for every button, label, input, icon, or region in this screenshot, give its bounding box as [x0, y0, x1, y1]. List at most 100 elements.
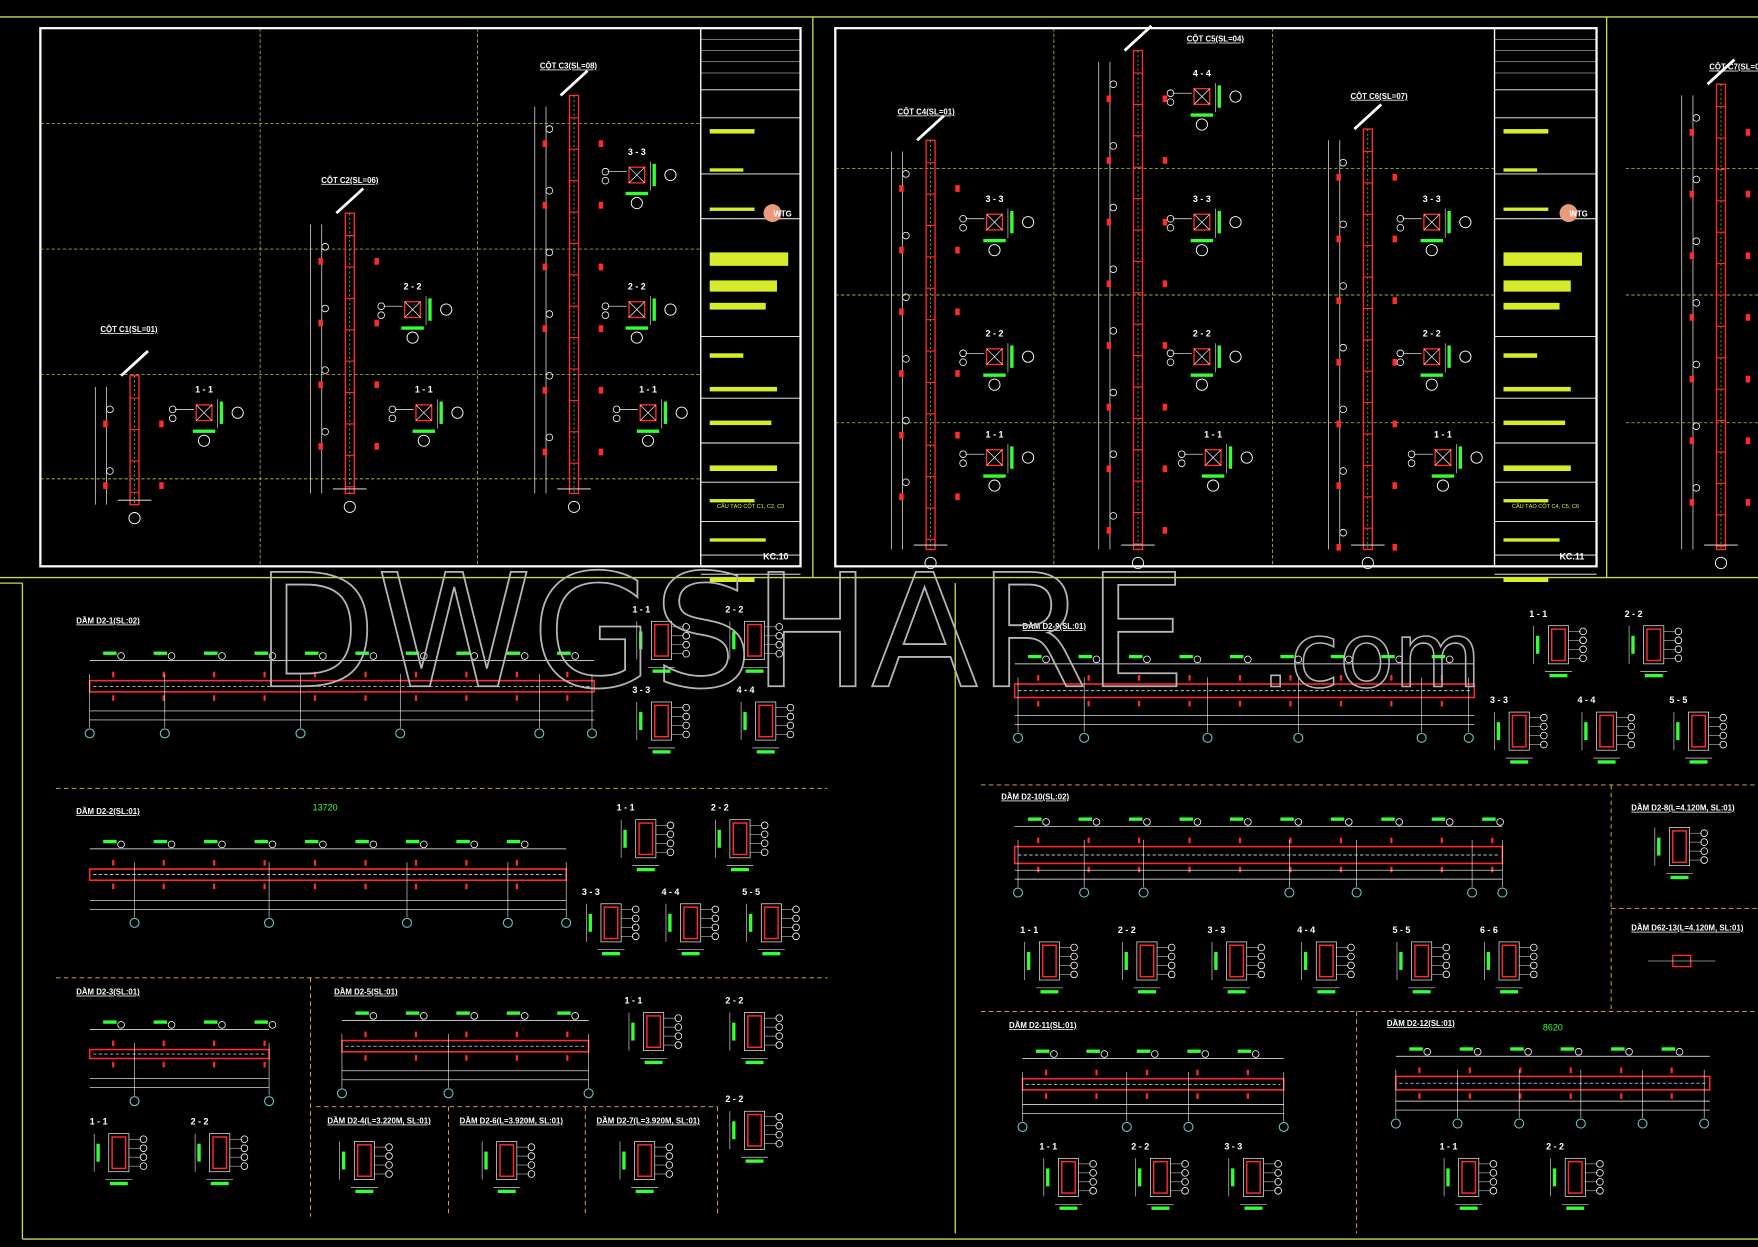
rebar-tag: [1070, 952, 1078, 961]
rebar-tag: [1089, 1169, 1097, 1177]
dimension-text: [1078, 817, 1093, 821]
rebar-tag: [470, 1012, 479, 1020]
section-mark: [465, 1031, 468, 1038]
dimension-text: [1510, 1047, 1524, 1051]
axis-bubble: [1229, 216, 1242, 229]
section-label: 4 - 4: [737, 685, 755, 695]
title-block-text-bar: [1503, 129, 1549, 134]
rebar-tag: [1674, 636, 1683, 645]
axis-bubble: [406, 331, 419, 344]
section-mark: [1569, 1093, 1572, 1099]
section-mark: [1620, 1067, 1623, 1074]
axis-bubble: [1714, 556, 1728, 570]
section-outline: [1193, 348, 1211, 366]
logo-text: WTG: [1569, 210, 1587, 219]
rebar-tag: [959, 450, 967, 458]
dimension-text: [1631, 635, 1635, 654]
rebar-tag: [240, 1162, 249, 1170]
section-mark: [313, 671, 317, 678]
dimension-text: [1028, 654, 1042, 659]
section-outline: [654, 623, 669, 657]
rebar-tag: [1347, 970, 1355, 979]
dimension-text: [732, 1121, 736, 1140]
section-concrete: [760, 903, 782, 943]
section-concrete: [651, 620, 672, 660]
rebar-tag: [1109, 512, 1118, 520]
dimension-text: [1420, 238, 1443, 243]
section-mark: [1392, 358, 1397, 366]
section-mark: [263, 860, 266, 866]
section-mark: [1745, 375, 1751, 383]
section-mark: [1188, 675, 1191, 681]
section-mark: [263, 883, 266, 890]
section-mark: [1238, 675, 1242, 681]
beam-elevation: DẦM D2-2(SL:01)13720: [76, 803, 572, 928]
rebar-tag: [682, 712, 690, 721]
section-mark: [598, 263, 604, 271]
rebar-tag: [665, 1161, 674, 1169]
dimension-text: [456, 839, 470, 844]
section-mark: [263, 695, 266, 701]
section-concrete: [744, 1110, 765, 1150]
section-concrete: [1226, 941, 1248, 981]
section-concrete: [1596, 711, 1618, 751]
section-mark: [374, 257, 379, 265]
axis-bubble: [1240, 451, 1253, 464]
rebar-tag: [760, 848, 769, 856]
column-rebar: [1132, 49, 1144, 551]
beam-section: 5 - 5: [1393, 925, 1451, 994]
dimension-text: [1689, 760, 1708, 764]
section-label: 1 - 1: [1440, 1141, 1458, 1151]
dimension-text: [1412, 990, 1431, 994]
rebar-tag: [1042, 655, 1050, 664]
dimension-text: [1026, 952, 1031, 970]
section-label: 3 - 3: [1423, 194, 1441, 204]
rebar-tag: [1181, 1169, 1189, 1177]
section-outline: [603, 906, 619, 940]
section-concrete: [496, 1141, 518, 1180]
dimension-text: [1040, 990, 1059, 994]
rebar-tag: [631, 905, 640, 914]
column-elevation: CỘT C5(SL=04): [1098, 24, 1244, 570]
section-concrete: [744, 1012, 765, 1052]
rebar-tag: [106, 467, 114, 475]
section-mark: [598, 448, 604, 456]
dimension-text: [1676, 722, 1680, 741]
dimension-text: [1510, 760, 1529, 764]
section-outline: [1229, 944, 1245, 978]
section-mark: [1246, 1069, 1249, 1076]
section-mark: [364, 860, 367, 866]
beam-title: DẦM D2-3(SL:01): [76, 987, 140, 997]
beam-title: DẦM D2-2(SL:01): [76, 806, 140, 816]
title-block-text-bar: [709, 207, 755, 211]
rebar-tag: [545, 186, 554, 195]
section-mark: [1392, 235, 1397, 243]
column-section: 1 - 1: [1177, 429, 1253, 492]
section-outline: [763, 906, 779, 940]
dimension-text: [1129, 817, 1143, 821]
dimension-text: [1201, 474, 1225, 478]
axis-bubble: [159, 728, 170, 739]
column-section: 1 - 1: [612, 385, 688, 447]
drawing-title: CẤU TẠO CỘT C1, C2, C3: [717, 503, 784, 510]
column-section: 1 - 1: [168, 385, 244, 447]
rebar-tag: [1579, 627, 1587, 636]
rebar-tag: [1719, 731, 1727, 740]
watermark-suffix: .com: [1261, 604, 1481, 708]
rebar-tag: [1089, 1178, 1097, 1186]
rebar-tag: [1257, 970, 1266, 979]
rebar-tag: [1530, 952, 1538, 961]
axis-bubble: [1416, 732, 1427, 743]
dimension-text: [625, 326, 649, 330]
section-label: 2 - 2: [711, 803, 729, 813]
beam-elevation: DẦM D2-1(SL:02): [76, 615, 598, 739]
dimension-text: [652, 669, 671, 673]
rebar-tag: [760, 839, 769, 848]
rebar-tag: [1166, 349, 1175, 358]
rebar-tag: [792, 905, 800, 914]
rebar-tag: [571, 652, 579, 660]
beam-section: 1 - 1: [625, 996, 683, 1065]
section-mark: [1137, 700, 1141, 707]
rebar-tag: [1473, 1048, 1482, 1056]
